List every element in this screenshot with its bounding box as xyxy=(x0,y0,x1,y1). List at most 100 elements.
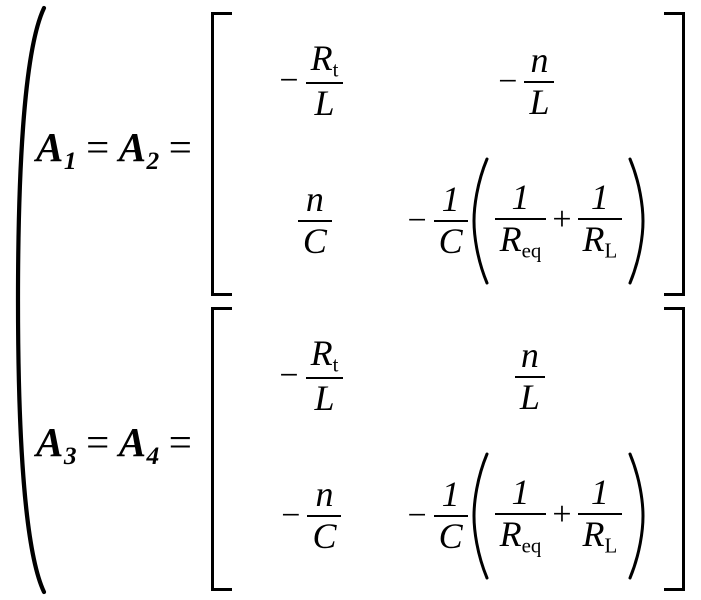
plus-sign-r2: + xyxy=(552,496,572,534)
inner-left-parenthesis-r1 xyxy=(470,155,490,287)
fraction-denominator: C xyxy=(312,515,337,556)
symbol-R-subscript-eq: eq xyxy=(521,532,542,557)
lhs-label-row-1: A1=A2= xyxy=(36,127,211,175)
fraction-numerator: n xyxy=(520,335,539,376)
fraction-denominator: RL xyxy=(578,515,623,557)
symbol-R-subscript-t: t xyxy=(332,352,339,377)
inner-right-parenthesis-r1 xyxy=(627,155,647,287)
fraction-denominator: RL xyxy=(578,220,623,262)
matrix-right-bracket-1 xyxy=(664,12,686,296)
fraction-bar xyxy=(514,375,545,378)
matrix-entry-2-a22: − 1 C 1 xyxy=(391,450,663,582)
matrix-symbol-A1-subscript: 1 xyxy=(63,147,78,176)
fraction-Rt-over-L-r2: Rt L xyxy=(305,335,344,419)
equals-sign-2a: = xyxy=(86,419,110,466)
fraction-bar xyxy=(433,219,468,222)
matrix-symbol-A3-subscript: 3 xyxy=(63,442,78,471)
minus-sign-a21-r2: − xyxy=(281,496,301,534)
symbol-R: R xyxy=(310,333,333,374)
minus-sign-a22-r2: − xyxy=(407,496,427,534)
fraction-numerator: Rt xyxy=(306,335,344,377)
matrix-row-1: − Rt L − n L xyxy=(211,12,686,296)
matrix-entry-2-a21: − n C xyxy=(233,474,391,556)
fraction-numerator: 1 xyxy=(590,177,609,218)
fraction-bar xyxy=(577,217,623,220)
fraction-numerator: n xyxy=(315,474,334,515)
fraction-n-over-C-r1: n C xyxy=(297,179,332,261)
minus-sign-a12-r1: − xyxy=(498,62,518,100)
symbol-R: R xyxy=(582,218,605,259)
equation-row-2: A3=A4= − Rt L xyxy=(36,301,686,591)
matrix-symbol-A3: A xyxy=(36,419,64,466)
fraction-1-over-Req-r2: 1 Req xyxy=(494,472,547,557)
fraction-1-over-RL-r2: 1 RL xyxy=(577,473,623,557)
matrix-symbol-A2: A xyxy=(118,124,147,171)
matrix-symbol-A1: A xyxy=(36,124,64,171)
symbol-R: R xyxy=(310,38,333,79)
matrix-row-2: − Rt L n L xyxy=(211,307,686,591)
fraction-bar xyxy=(494,217,547,220)
inner-right-parenthesis-r2 xyxy=(627,450,647,582)
fraction-denominator: Req xyxy=(495,515,547,557)
fraction-bar xyxy=(305,377,344,380)
matrix-entry-2-a11: − Rt L xyxy=(233,335,391,417)
fraction-bar xyxy=(297,219,332,222)
matrix-line-2-1: − Rt L n L xyxy=(233,307,663,446)
plus-sign-r1: + xyxy=(552,201,572,239)
fraction-denominator: C xyxy=(438,220,463,261)
symbol-R: R xyxy=(499,218,522,259)
fraction-1-over-C-r1: 1 C xyxy=(433,179,468,261)
equals-sign-2b: = xyxy=(168,419,193,466)
fraction-bar xyxy=(577,512,623,515)
matrix-line-1-1: − Rt L − n L xyxy=(233,12,663,151)
matrix-entry-1-a11: − Rt L xyxy=(233,40,391,122)
fraction-bar xyxy=(524,80,555,83)
symbol-R-subscript-eq: eq xyxy=(521,237,542,262)
inner-left-parenthesis-r2 xyxy=(470,450,490,582)
fraction-1-over-Req-r1: 1 Req xyxy=(494,177,547,262)
fraction-Rt-over-L-r1: Rt L xyxy=(305,40,344,124)
fraction-denominator: L xyxy=(314,83,335,124)
minus-sign-a11-r1: − xyxy=(279,62,299,100)
matrix-entry-1-a21: n C xyxy=(233,179,391,261)
minus-sign-a22-r1: − xyxy=(407,201,427,239)
symbol-R-subscript-t: t xyxy=(332,57,339,82)
fraction-numerator: 1 xyxy=(511,472,530,513)
fraction-numerator: Rt xyxy=(306,40,344,82)
fraction-numerator: 1 xyxy=(441,179,460,220)
fraction-n-over-L-r1: n L xyxy=(524,41,555,122)
fraction-bar xyxy=(307,514,342,517)
fraction-1-over-RL-r1: 1 RL xyxy=(577,177,623,262)
matrix-symbol-A4-subscript: 4 xyxy=(146,442,160,471)
fraction-bar xyxy=(305,82,344,85)
fraction-bar xyxy=(433,514,468,517)
matrix-symbol-A4: A xyxy=(118,419,147,466)
equals-sign-1a: = xyxy=(86,124,110,171)
matrix-body-1: − Rt L − n L xyxy=(233,12,663,290)
fraction-n-over-L-r2: n L xyxy=(514,335,545,416)
matrix-symbol-A2-subscript: 2 xyxy=(146,147,160,176)
fraction-denominator: L xyxy=(529,81,550,122)
lhs-label-row-2: A3=A4= xyxy=(36,422,211,470)
fraction-numerator: 1 xyxy=(511,177,530,218)
fraction-numerator: 1 xyxy=(441,474,460,515)
symbol-R: R xyxy=(499,513,522,554)
reciprocal-sum-r2: 1 Req + 1 RL xyxy=(490,472,628,557)
matrix-line-2-2: − n C − 1 C xyxy=(233,446,663,585)
fraction-1-over-C-r2: 1 C xyxy=(433,474,468,555)
matrix-left-bracket-1 xyxy=(211,12,233,296)
matrix-right-bracket-2 xyxy=(664,307,686,591)
matrix-entry-1-a12: − n L xyxy=(391,41,663,122)
symbol-R: R xyxy=(582,513,605,554)
minus-sign-a11-r2: − xyxy=(279,357,299,395)
symbol-R-subscript-L: L xyxy=(604,532,618,557)
matrix-left-bracket-2 xyxy=(211,307,233,591)
fraction-denominator: C xyxy=(302,220,327,261)
fraction-denominator: L xyxy=(314,378,335,419)
fraction-numerator: n xyxy=(305,179,324,220)
matrix-entry-1-a22: − 1 C 1 xyxy=(391,155,663,287)
fraction-denominator: Req xyxy=(495,220,547,262)
equals-sign-1b: = xyxy=(168,124,193,171)
matrix-entry-2-a12: n L xyxy=(391,335,663,416)
